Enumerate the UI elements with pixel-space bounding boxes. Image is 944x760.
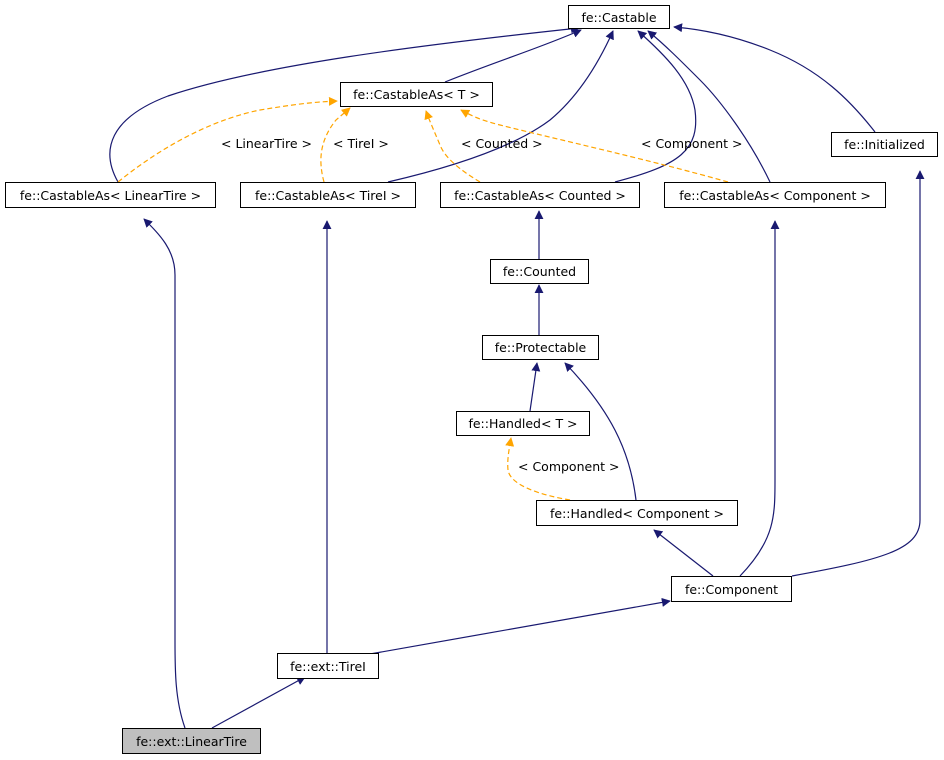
edge-handled-component-to-handled-t: [505, 437, 571, 501]
edge-castableas-counted-to-castableas-t: [424, 110, 481, 183]
label-handled-component: < Component >: [518, 459, 619, 474]
node-fe-castableas-component[interactable]: fe::CastableAs< Component >: [664, 182, 886, 208]
edge-castableas-lineartire-to-castable: [109, 24, 580, 183]
node-fe-counted[interactable]: fe::Counted: [490, 259, 589, 284]
edge-handled-t-to-protectable: [529, 362, 541, 412]
node-fe-castable[interactable]: fe::Castable: [568, 5, 670, 29]
node-fe-castableas-counted[interactable]: fe::CastableAs< Counted >: [440, 182, 640, 208]
edge-castableas-t-to-castable: [444, 29, 582, 83]
edge-component-to-castableas-component: [739, 220, 780, 577]
node-fe-protectable[interactable]: fe::Protectable: [482, 335, 599, 360]
label-lineartire: < LinearTire >: [221, 136, 312, 151]
edge-castableas-tirei-to-castable: [387, 30, 614, 183]
edge-castableas-counted-to-castable: [614, 30, 697, 183]
label-tirei: < TireI >: [333, 136, 389, 151]
node-fe-initialized[interactable]: fe::Initialized: [831, 132, 938, 157]
edge-component-to-initialized: [791, 170, 925, 577]
template-edges: [117, 96, 729, 501]
edge-castableas-component-to-castableas-t: [460, 109, 729, 183]
edge-ext-lineartire-to-castableas-lineartire: [143, 218, 186, 729]
node-fe-castableas-tirei[interactable]: fe::CastableAs< TireI >: [240, 182, 416, 208]
node-fe-handled-component[interactable]: fe::Handled< Component >: [536, 500, 738, 526]
edge-component-to-handled-component: [653, 529, 714, 577]
node-fe-ext-tirei[interactable]: fe::ext::TireI: [277, 653, 379, 679]
edge-castableas-tirei-to-castableas-t: [320, 107, 351, 183]
node-fe-castableas-t[interactable]: fe::CastableAs< T >: [340, 82, 493, 107]
node-fe-component[interactable]: fe::Component: [671, 576, 792, 602]
node-fe-ext-lineartire: fe::ext::LinearTire: [122, 728, 261, 754]
edge-initialized-to-castable: [673, 23, 876, 133]
template-edge-labels: < LinearTire > < TireI > < Counted > < C…: [221, 136, 742, 474]
edge-castableas-lineartire-to-castableas-t: [117, 96, 338, 183]
node-fe-handled-t[interactable]: fe::Handled< T >: [456, 411, 590, 436]
edge-ext-tirei-to-component: [369, 597, 671, 655]
label-component: < Component >: [641, 136, 742, 151]
inheritance-edges: [109, 23, 925, 729]
edge-castableas-component-to-castable: [647, 30, 771, 183]
edge-handled-component-to-protectable: [564, 362, 637, 501]
edge-ext-lineartire-to-ext-tirei: [211, 676, 306, 729]
label-counted: < Counted >: [461, 136, 543, 151]
node-fe-castableas-lineartire[interactable]: fe::CastableAs< LinearTire >: [5, 182, 216, 208]
